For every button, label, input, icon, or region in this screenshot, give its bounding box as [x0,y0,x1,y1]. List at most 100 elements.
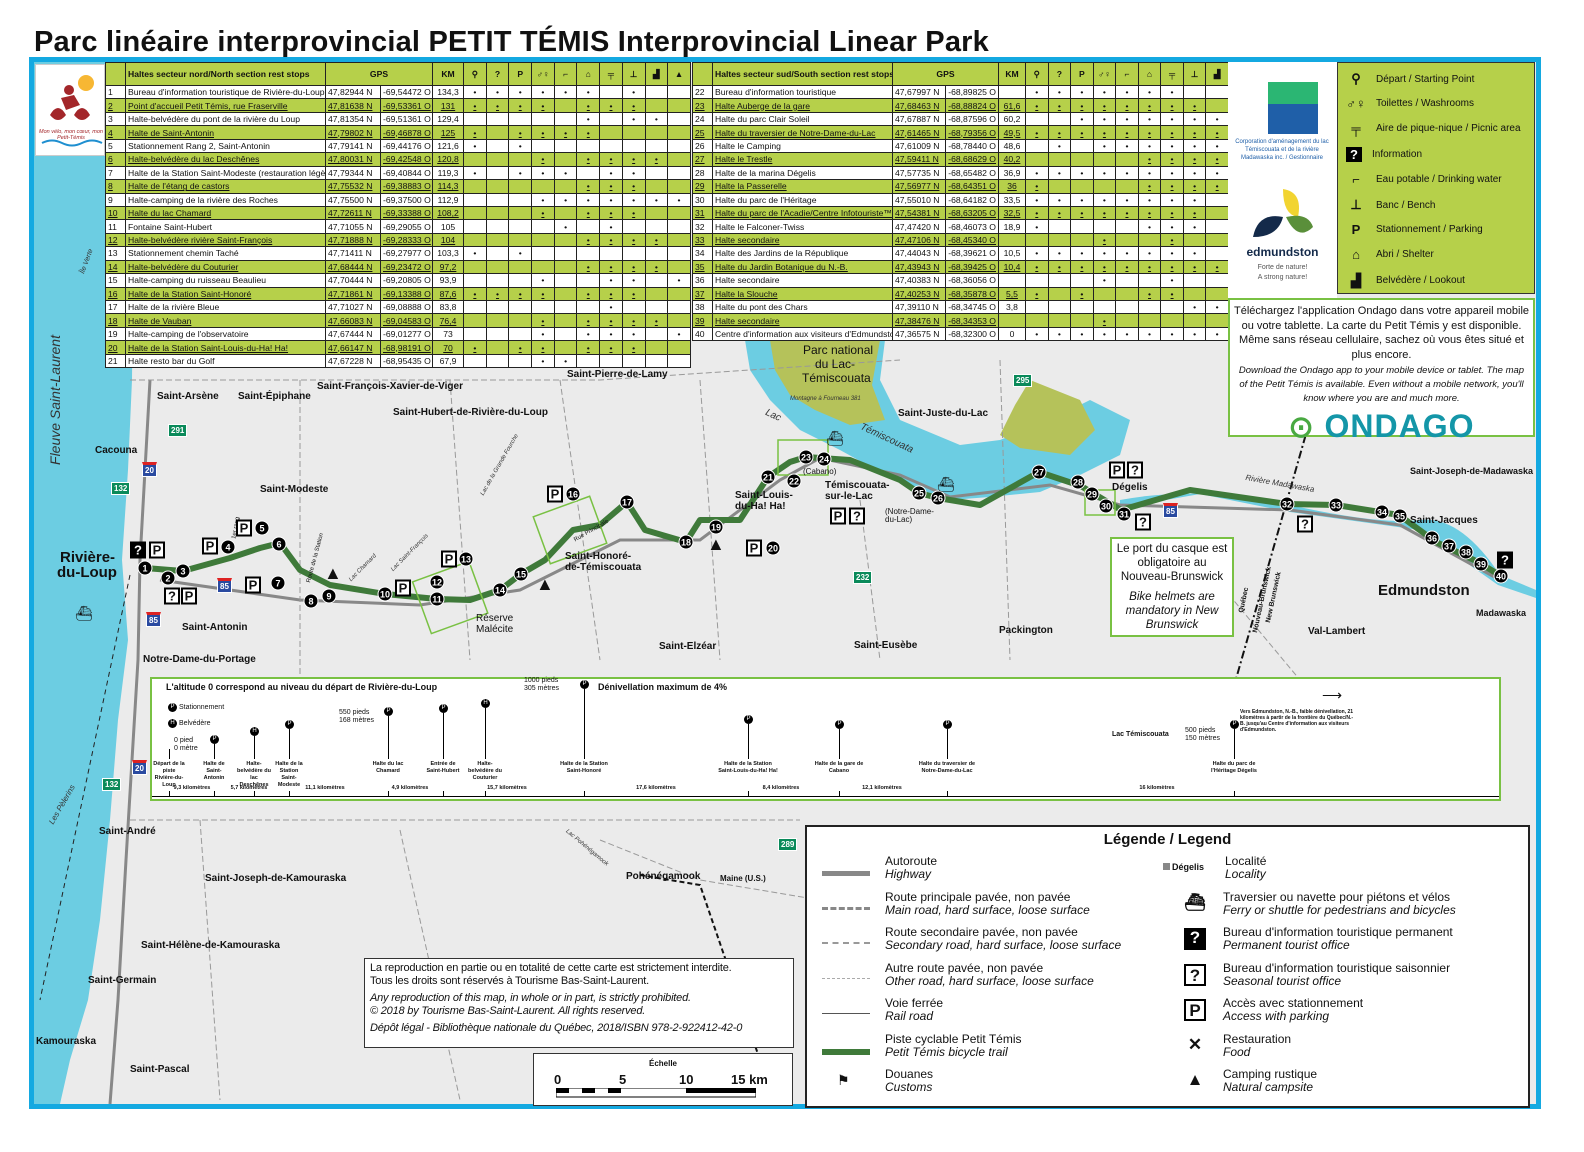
trail-stop-marker[interactable]: 8 [303,593,319,609]
seasonal-tourist-office-icon[interactable]: ? [1297,515,1313,533]
trail-stop-marker[interactable]: 15 [513,566,529,582]
parking-access-icon[interactable]: P [245,576,261,594]
trail-stop-marker[interactable]: 14 [492,582,508,598]
trail-stop-marker[interactable]: 34 [1374,504,1390,520]
trail-stop-marker[interactable]: 5 [254,520,270,536]
parking-access-icon[interactable]: P [395,579,411,597]
trail-stop-marker[interactable]: 12 [429,574,445,590]
trail-stop-marker[interactable]: 1 [137,560,153,576]
parking-access-icon[interactable]: P [236,519,252,537]
trail-stop-marker[interactable]: 10 [377,586,393,602]
trail-stop-marker[interactable]: 29 [1084,486,1100,502]
trail-stop-marker[interactable]: 4 [220,539,236,555]
trail-stop-marker[interactable]: 23 [798,449,814,465]
trail-stop-marker[interactable]: 7 [270,575,286,591]
trail-stop-marker[interactable]: 9 [321,588,337,604]
parking-access-icon[interactable]: P [746,539,762,557]
trail-stop-marker[interactable]: 21 [760,469,776,485]
trail-stop-marker[interactable]: 20 [765,540,781,556]
seasonal-tourist-office-icon[interactable]: ? [849,507,865,525]
parking-access-icon[interactable]: P [441,550,457,568]
trail-stop-marker[interactable]: 39 [1473,556,1489,572]
trail-stop-marker[interactable]: 17 [619,494,635,510]
trail-stop-marker[interactable]: 38 [1458,544,1474,560]
parking-access-icon[interactable]: P [202,537,218,555]
trail-stop-marker[interactable]: 11 [429,591,445,607]
trail-stop-marker[interactable]: 25 [911,485,927,501]
parking-access-icon[interactable]: P [1109,461,1125,479]
trail-stop-marker[interactable]: 27 [1031,464,1047,480]
trail-stop-marker[interactable]: 37 [1441,538,1457,554]
seasonal-tourist-office-icon[interactable]: ? [1135,513,1151,531]
trail-stop-marker[interactable]: 40 [1493,568,1509,584]
trail-stop-marker[interactable]: 26 [930,490,946,506]
amenity-cell-picnic [1160,299,1184,315]
trail-stop-marker[interactable]: 16 [565,486,581,502]
trail-stop-marker[interactable]: 24 [816,451,832,467]
trail-stop-marker[interactable]: 30 [1098,498,1114,514]
trail-stop-marker[interactable]: 22 [786,473,802,489]
trail-stop-marker[interactable]: 13 [458,551,474,567]
trail-stop-marker[interactable]: 3 [175,563,191,579]
seasonal-tourist-office-icon[interactable]: ? [164,587,180,605]
trail-stop-marker[interactable]: 31 [1116,506,1132,522]
trail-stop-marker[interactable]: 2 [160,570,176,586]
trail-stop-marker[interactable]: 18 [678,534,694,550]
ondago-logo[interactable]: ONDAGO [1324,408,1475,444]
trail-stop-marker[interactable]: 36 [1424,530,1440,546]
seasonal-tourist-office-icon[interactable]: ? [1127,461,1143,479]
trail-stop-marker[interactable]: 32 [1279,496,1295,512]
trail-stop-marker[interactable]: 35 [1392,508,1408,524]
parking-access-icon[interactable]: P [830,507,846,525]
trail-stop-marker[interactable]: 6 [271,536,287,552]
trail-stop-marker[interactable]: 19 [708,519,724,535]
trail-stop-marker[interactable]: 33 [1328,497,1344,513]
parking-access-icon[interactable]: P [181,587,197,605]
trail-stop-marker[interactable]: 28 [1070,474,1086,490]
permanent-tourist-office-icon[interactable]: ? [1497,551,1513,569]
parking-access-icon[interactable]: P [149,541,165,559]
permanent-tourist-office-icon[interactable]: ? [130,541,146,559]
parking-access-icon[interactable]: P [547,485,563,503]
